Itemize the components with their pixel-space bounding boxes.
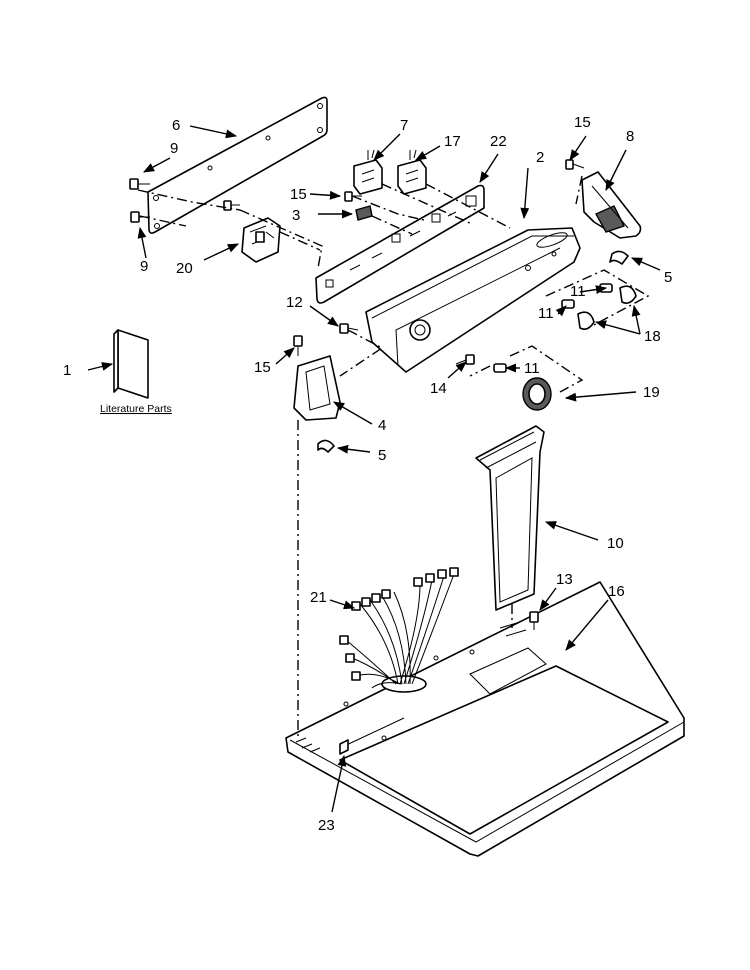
push-button-18-a bbox=[619, 285, 637, 304]
push-button-18-b bbox=[577, 311, 595, 330]
knob-19-part bbox=[522, 377, 552, 411]
assembly-lines bbox=[137, 175, 650, 736]
callout-2: 2 bbox=[536, 149, 544, 166]
callout-13: 13 bbox=[556, 571, 573, 588]
callout-23: 23 bbox=[318, 817, 335, 834]
screw-15-bracket bbox=[293, 335, 303, 356]
button-spring-11-mid bbox=[561, 299, 575, 309]
callout-22: 22 bbox=[490, 133, 507, 150]
callout-10: 10 bbox=[607, 535, 624, 552]
leader-lines bbox=[87, 125, 661, 813]
button-spring-11-low bbox=[493, 363, 507, 373]
callout-14: 14 bbox=[430, 380, 447, 397]
screw-12 bbox=[339, 323, 359, 334]
callout-11-low: 11 bbox=[524, 360, 540, 377]
wire-harness-part bbox=[339, 567, 459, 693]
clip-5-right bbox=[609, 250, 629, 265]
callout-15-console: 15 bbox=[290, 186, 307, 203]
callout-15-bracket: 15 bbox=[254, 359, 271, 376]
callout-5-left: 5 bbox=[378, 447, 386, 464]
literature-parts-label: Literature Parts bbox=[100, 403, 172, 415]
callout-8: 8 bbox=[626, 128, 634, 145]
callout-17: 17 bbox=[444, 133, 461, 150]
callout-19: 19 bbox=[643, 384, 660, 401]
clip-5-left bbox=[317, 439, 335, 453]
strip-23-part bbox=[339, 739, 349, 755]
callout-3: 3 bbox=[292, 207, 300, 224]
callout-20: 20 bbox=[176, 260, 193, 277]
screw-15-endcap bbox=[565, 159, 585, 170]
literature-part bbox=[113, 329, 149, 399]
callout-7: 7 bbox=[400, 117, 408, 134]
callout-11-mid: 11 bbox=[538, 305, 554, 322]
timer-part bbox=[241, 217, 281, 263]
top-panel-part bbox=[285, 581, 685, 857]
callout-labels: 1 2 3 4 5 5 6 7 8 9 9 10 11 11 11 12 13 … bbox=[63, 114, 672, 834]
lint-screen-part bbox=[475, 425, 545, 611]
control-board-part bbox=[315, 184, 485, 304]
callout-1: 1 bbox=[63, 362, 71, 379]
callout-18: 18 bbox=[644, 328, 661, 345]
callout-6: 6 bbox=[172, 117, 180, 134]
callout-9-lower: 9 bbox=[140, 258, 148, 275]
callout-5-right: 5 bbox=[664, 269, 672, 286]
bracket-4-part bbox=[293, 355, 341, 421]
callout-21: 21 bbox=[310, 589, 327, 606]
rear-panel-part bbox=[147, 96, 328, 234]
end-cap-8-part bbox=[581, 171, 642, 239]
callout-16: 16 bbox=[608, 583, 625, 600]
switch-3-part bbox=[355, 205, 373, 221]
callout-9-upper: 9 bbox=[170, 140, 178, 157]
screw-9-upper bbox=[129, 178, 150, 190]
screw-13 bbox=[529, 611, 539, 630]
callout-11-top: 11 bbox=[570, 283, 586, 300]
callout-12: 12 bbox=[286, 294, 303, 311]
callout-15-endcap: 15 bbox=[574, 114, 591, 131]
callout-4: 4 bbox=[378, 417, 386, 434]
control-console-part bbox=[365, 227, 581, 373]
